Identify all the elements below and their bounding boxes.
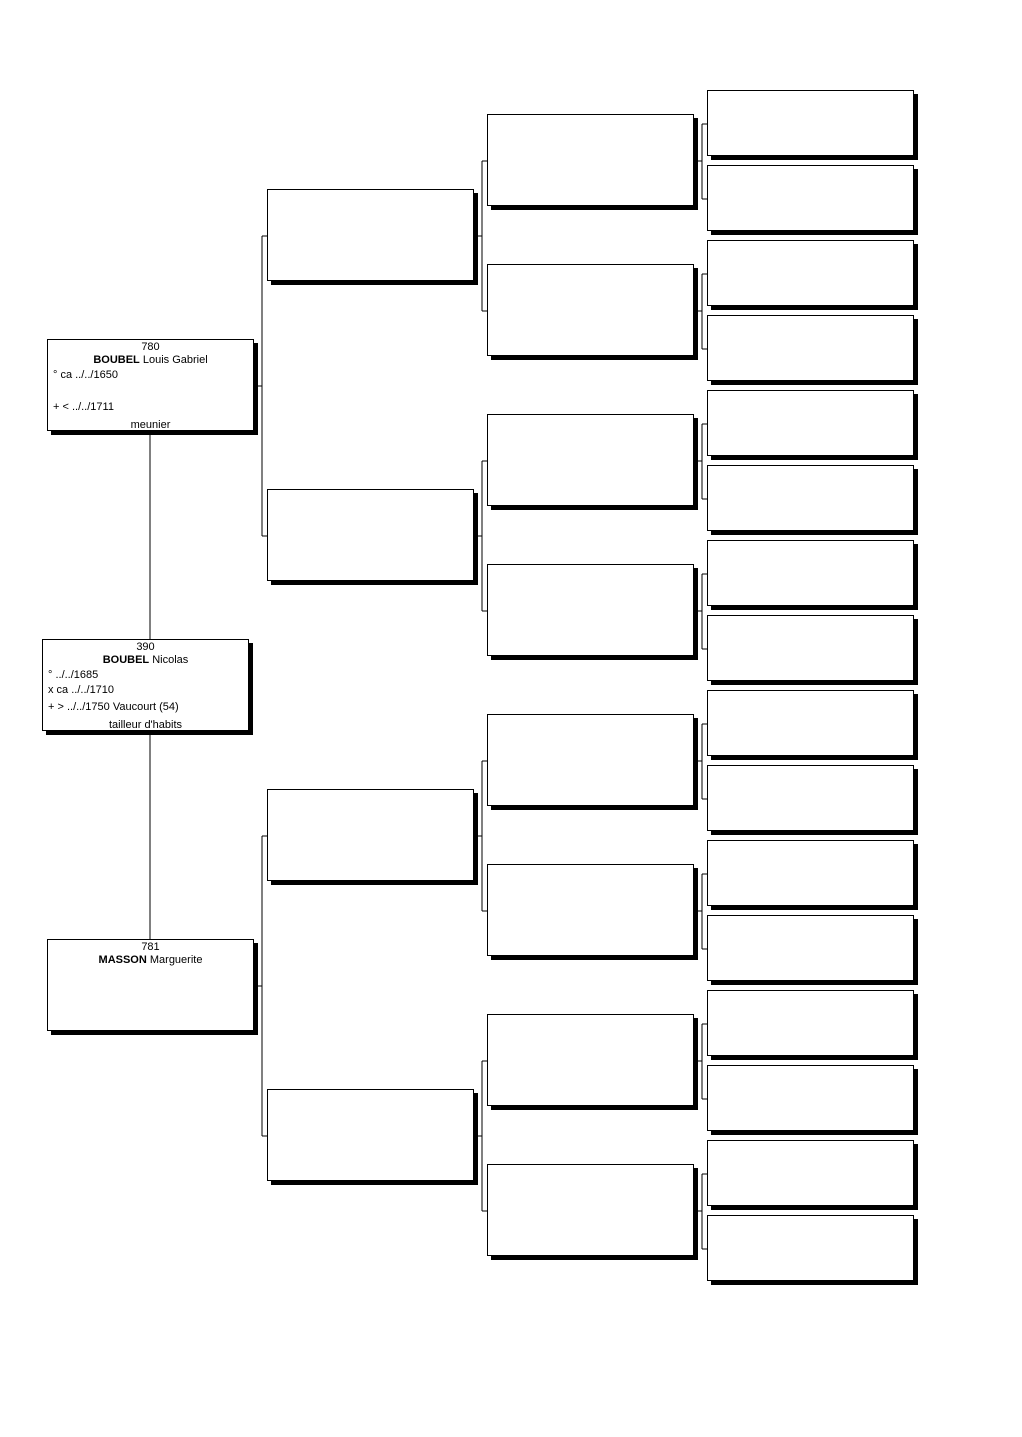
empty-person-card[interactable] xyxy=(267,1089,474,1181)
person-card-781[interactable]: 781 MASSON Marguerite xyxy=(47,939,254,1031)
empty-person-card[interactable] xyxy=(707,90,914,156)
person-name: BOUBEL Louis Gabriel xyxy=(48,354,253,367)
empty-person-card[interactable] xyxy=(707,615,914,681)
empty-person-card[interactable] xyxy=(707,765,914,831)
sosa-number: 780 xyxy=(141,341,160,353)
empty-person-card[interactable] xyxy=(707,315,914,381)
occupation: meunier xyxy=(130,419,171,431)
empty-person-card[interactable] xyxy=(707,165,914,231)
empty-person-card[interactable] xyxy=(487,264,694,356)
empty-person-card[interactable] xyxy=(487,414,694,506)
surname: MASSON xyxy=(98,954,147,966)
surname: BOUBEL xyxy=(102,654,150,666)
birth-event: ° ../../1685 xyxy=(48,669,99,681)
sosa-number: 781 xyxy=(141,941,160,953)
empty-person-card[interactable] xyxy=(487,714,694,806)
given-name: Nicolas xyxy=(149,654,189,666)
empty-person-card[interactable] xyxy=(707,465,914,531)
empty-person-card[interactable] xyxy=(707,390,914,456)
empty-person-card[interactable] xyxy=(707,240,914,306)
empty-person-card[interactable] xyxy=(487,564,694,656)
death-event: + < ../../1711 xyxy=(53,401,114,413)
death-event: + > ../../1750 Vaucourt (54) xyxy=(48,701,179,713)
empty-person-card[interactable] xyxy=(487,1164,694,1256)
empty-person-card[interactable] xyxy=(707,540,914,606)
person-name: BOUBEL Nicolas xyxy=(43,654,248,667)
empty-person-card[interactable] xyxy=(487,1014,694,1106)
occupation: tailleur d'habits xyxy=(108,719,183,731)
empty-person-card[interactable] xyxy=(707,1140,914,1206)
person-card-780[interactable]: 780 BOUBEL Louis Gabriel ° ca ../../1650… xyxy=(47,339,254,431)
given-name: Marguerite xyxy=(146,954,203,966)
empty-person-card[interactable] xyxy=(707,1065,914,1131)
empty-person-card[interactable] xyxy=(487,864,694,956)
empty-person-card[interactable] xyxy=(267,489,474,581)
sosa-number: 390 xyxy=(136,641,155,653)
person-card-390[interactable]: 390 BOUBEL Nicolas ° ../../1685 x ca ../… xyxy=(42,639,249,731)
person-name: MASSON Marguerite xyxy=(48,954,253,967)
empty-person-card[interactable] xyxy=(707,690,914,756)
empty-person-card[interactable] xyxy=(707,840,914,906)
surname: BOUBEL xyxy=(93,354,140,366)
empty-person-card[interactable] xyxy=(707,915,914,981)
empty-person-card[interactable] xyxy=(267,789,474,881)
empty-person-card[interactable] xyxy=(487,114,694,206)
given-name: Louis Gabriel xyxy=(139,354,208,366)
empty-person-card[interactable] xyxy=(707,1215,914,1281)
birth-event: ° ca ../../1650 xyxy=(53,369,118,381)
empty-person-card[interactable] xyxy=(267,189,474,281)
empty-person-card[interactable] xyxy=(707,990,914,1056)
marriage-event: x ca ../../1710 xyxy=(48,684,115,696)
